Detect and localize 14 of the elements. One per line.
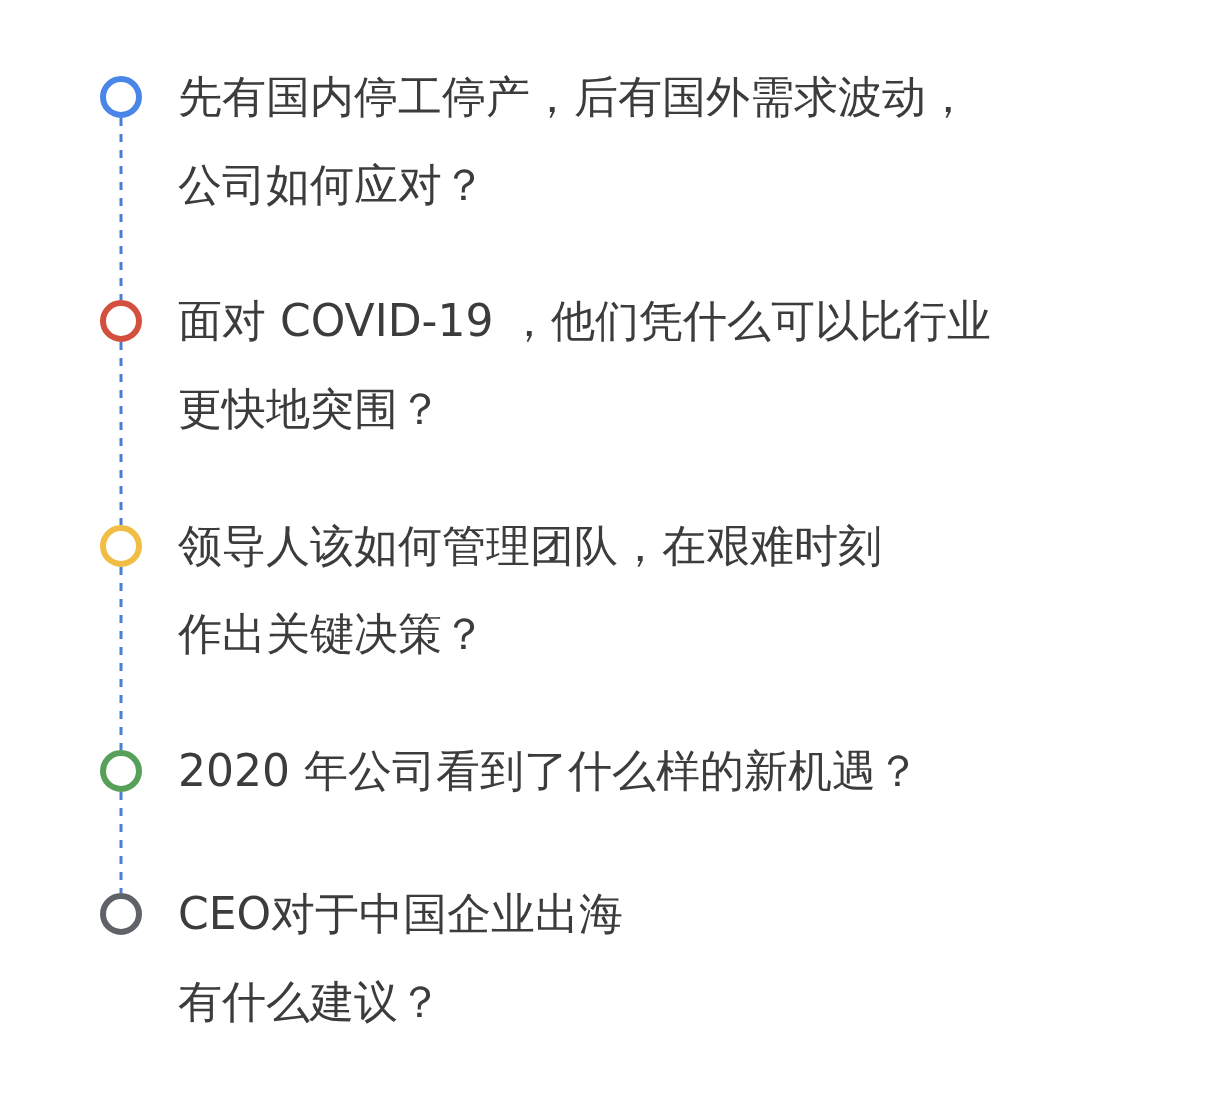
ring-icon [100,750,142,792]
ring-icon [100,893,142,935]
question-text: 先有国内停工停产，后有国外需求波动，公司如何应对？ [178,70,971,212]
connector-line [119,118,123,300]
connector-line [119,342,123,525]
ring-icon [100,525,142,567]
ring-icon [100,300,142,342]
question-text: 面对 COVID-19 ，他们凭什么可以比行业更快地突围？ [178,294,993,436]
connector-line [119,792,123,893]
question-text: 领导人该如何管理团队，在艰难时刻作出关键决策？ [178,519,883,661]
ring-icon [100,76,142,118]
question-text: 2020 年公司看到了什么样的新机遇？ [178,744,921,798]
question-text: CEO对于中国企业出海有什么建议？ [178,887,625,1029]
connector-line [119,567,123,750]
